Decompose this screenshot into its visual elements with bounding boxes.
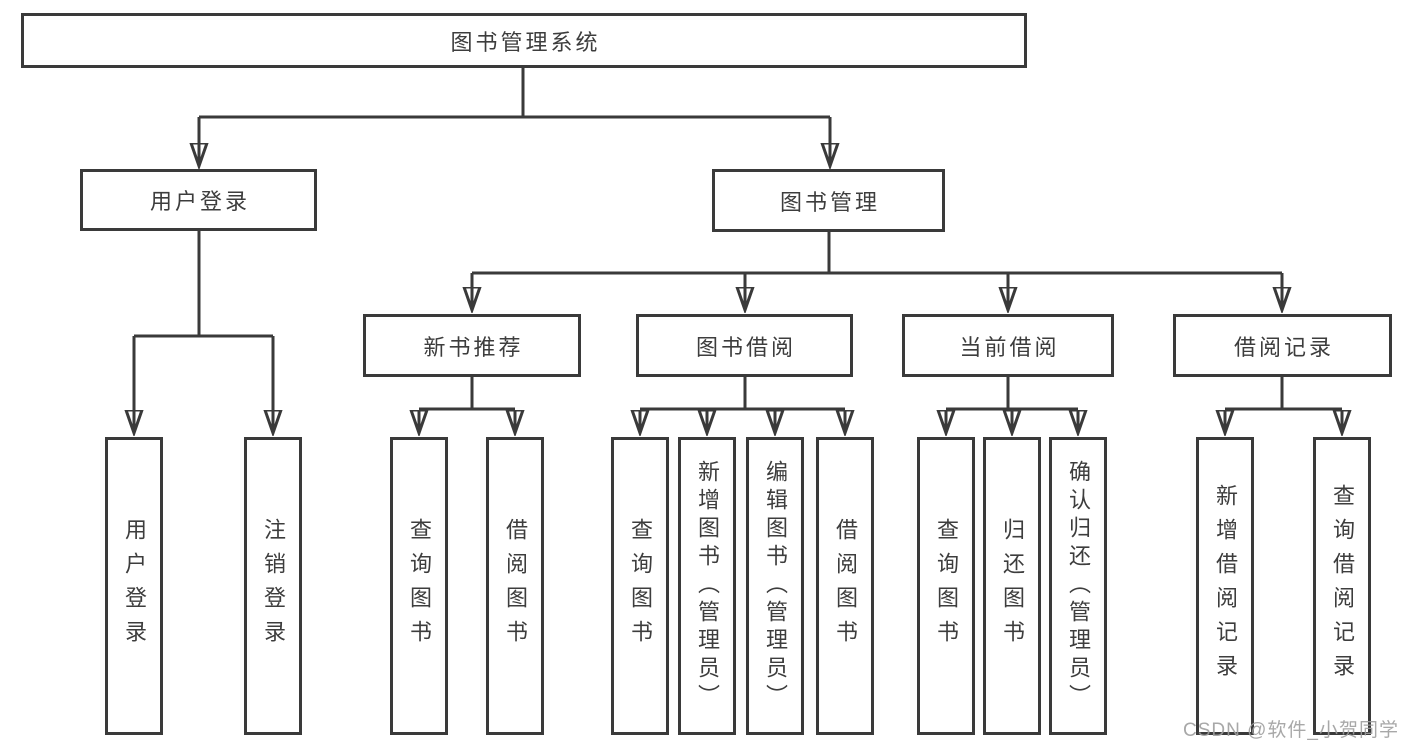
node-user-login-label: 用户登录 — [149, 189, 250, 214]
leaf-query-books-borrow: 查询图书 — [611, 437, 669, 735]
leaf-return-books-label: 归还图书 — [1000, 518, 1025, 654]
leaf-add-book-admin: 新增图书（管理员） — [678, 437, 736, 735]
node-book-management: 图书管理 — [712, 169, 945, 232]
node-book-borrow-label: 图书借阅 — [695, 334, 796, 360]
node-new-book-recommend-label: 新书推荐 — [423, 334, 524, 360]
node-borrow-records-label: 借阅记录 — [1233, 334, 1334, 360]
leaf-query-books-current: 查询图书 — [917, 437, 975, 735]
node-root-label: 图书管理系统 — [450, 29, 601, 55]
leaf-query-books-recommend-label: 查询图书 — [407, 518, 432, 654]
leaf-logout-label: 注销登录 — [261, 518, 286, 654]
leaf-user-login: 用户登录 — [105, 437, 163, 735]
leaf-confirm-return-admin: 确认归还（管理员） — [1049, 437, 1107, 735]
node-root: 图书管理系统 — [21, 13, 1027, 68]
leaf-edit-book-admin: 编辑图书（管理员） — [746, 437, 804, 735]
leaf-add-book-admin-label: 新增图书（管理员） — [695, 460, 720, 712]
node-current-borrow: 当前借阅 — [902, 314, 1114, 377]
csdn-watermark: CSDN @软件_小贺同学 — [1183, 720, 1399, 741]
node-book-management-label: 图书管理 — [779, 189, 880, 215]
node-current-borrow-label: 当前借阅 — [959, 334, 1060, 360]
leaf-confirm-return-admin-label: 确认归还（管理员） — [1066, 460, 1091, 712]
node-book-borrow: 图书借阅 — [636, 314, 853, 377]
leaf-query-borrow-record: 查询借阅记录 — [1313, 437, 1371, 735]
node-borrow-records: 借阅记录 — [1173, 314, 1392, 377]
node-new-book-recommend: 新书推荐 — [363, 314, 581, 377]
connector-trunks — [134, 68, 1342, 411]
leaf-return-books: 归还图书 — [983, 437, 1041, 735]
leaf-logout: 注销登录 — [244, 437, 302, 735]
leaf-borrow-books-recommend: 借阅图书 — [486, 437, 544, 735]
leaf-add-borrow-record-label: 新增借阅记录 — [1213, 484, 1238, 688]
leaf-edit-book-admin-label: 编辑图书（管理员） — [763, 460, 788, 712]
leaf-add-borrow-record: 新增借阅记录 — [1196, 437, 1254, 735]
leaf-user-login-label: 用户登录 — [122, 518, 147, 654]
leaf-query-books-borrow-label: 查询图书 — [628, 518, 653, 654]
leaf-query-books-current-label: 查询图书 — [934, 518, 959, 654]
leaf-query-books-recommend: 查询图书 — [390, 437, 448, 735]
leaf-borrow-books-borrow: 借阅图书 — [816, 437, 874, 735]
node-user-login: 用户登录 — [80, 169, 317, 231]
leaf-borrow-books-recommend-label: 借阅图书 — [503, 518, 528, 654]
leaf-borrow-books-borrow-label: 借阅图书 — [833, 518, 858, 654]
leaf-query-borrow-record-label: 查询借阅记录 — [1330, 484, 1355, 688]
